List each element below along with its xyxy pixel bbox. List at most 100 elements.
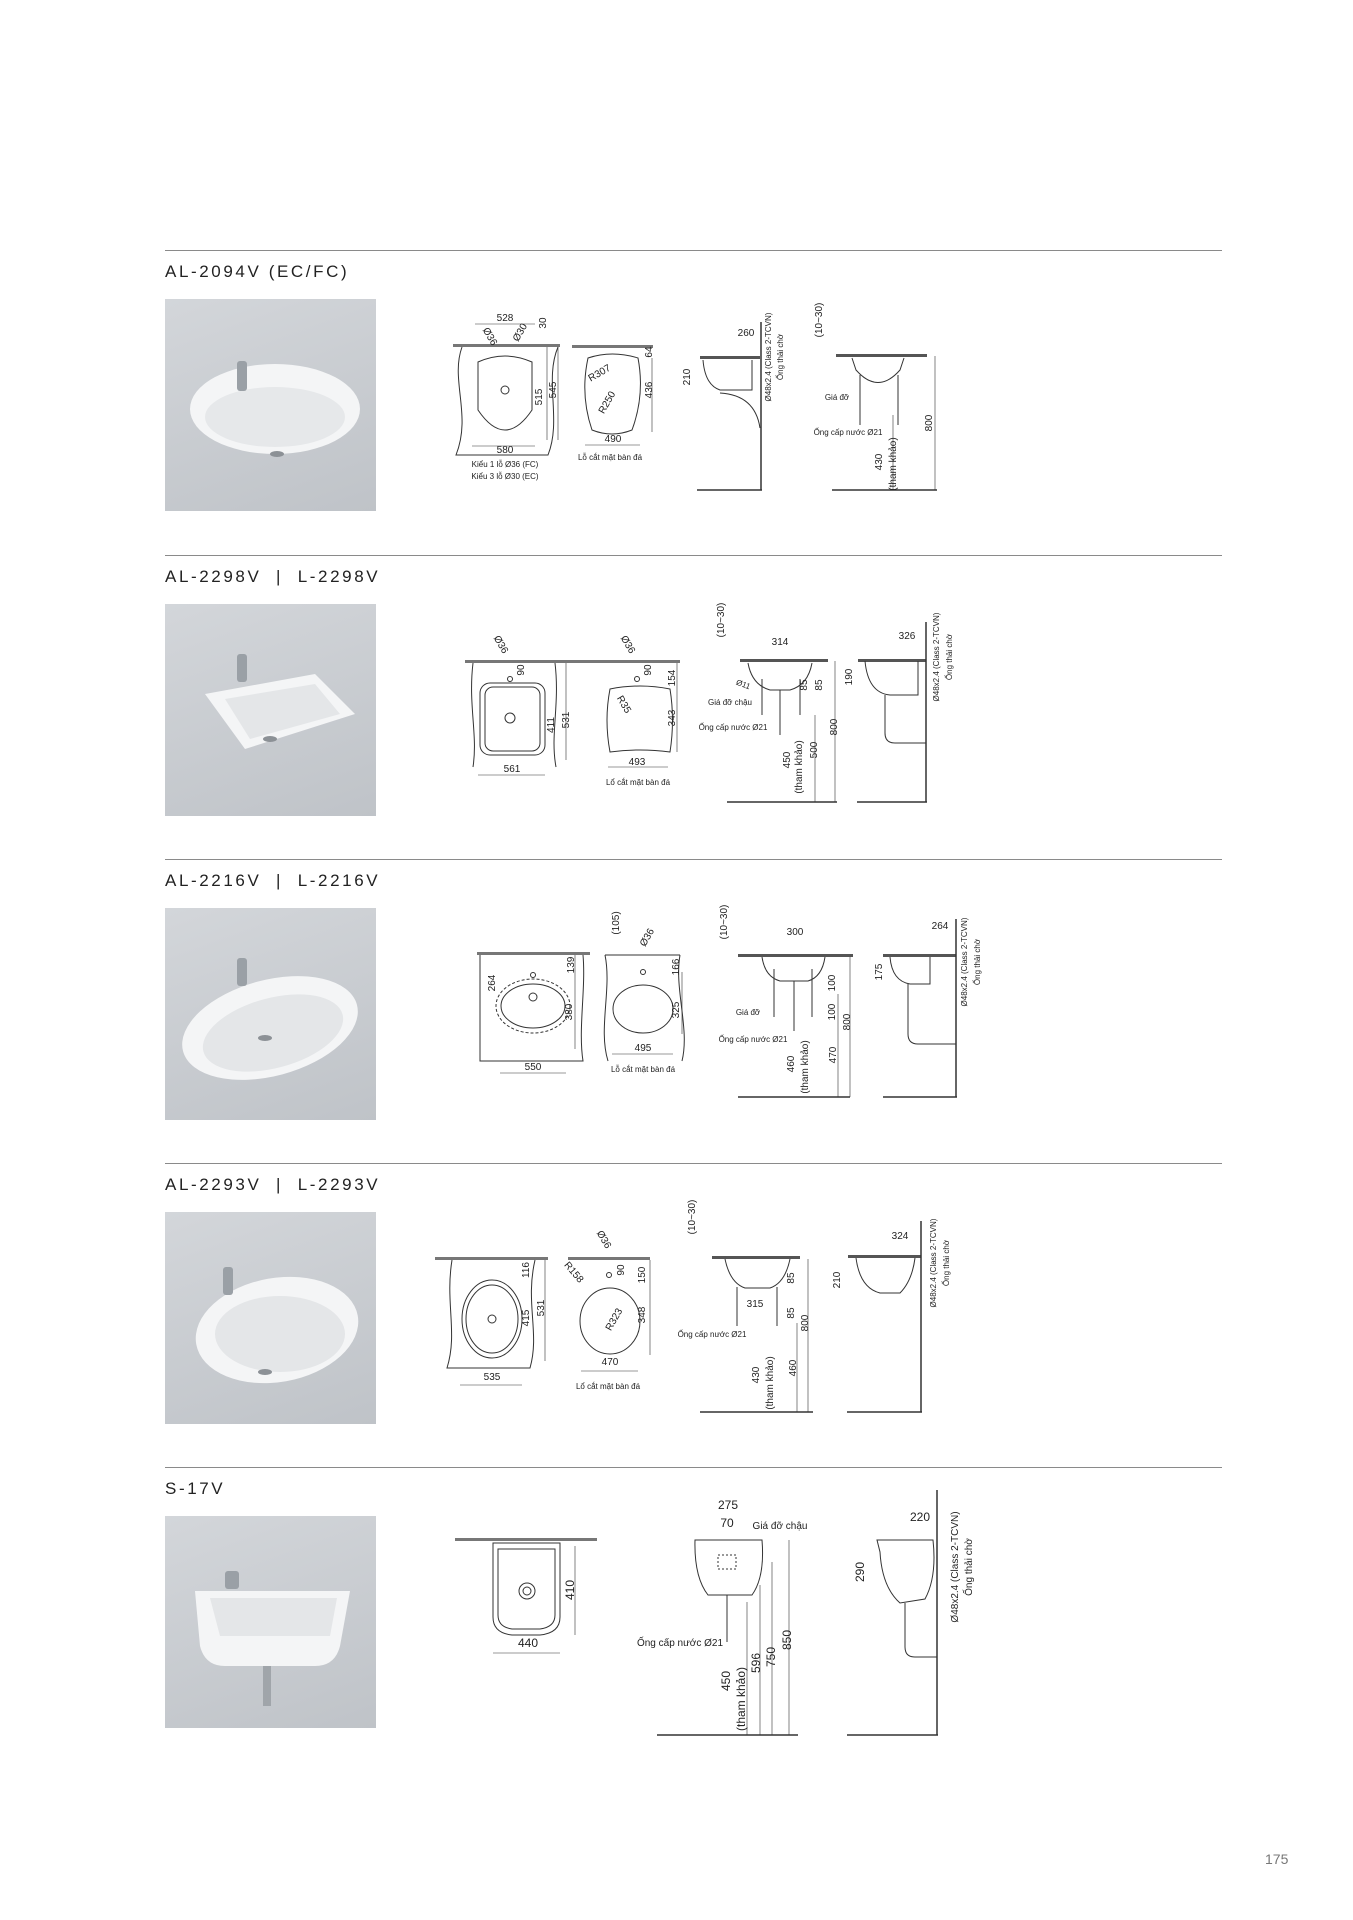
technical-drawing <box>435 1221 922 1413</box>
dimension-label: 495 <box>634 1043 652 1054</box>
dimension-label: 800 <box>829 718 840 736</box>
drawing-annotation: Ống cấp nước Ø21 <box>636 1638 724 1649</box>
dimension-label: 90 <box>516 664 527 676</box>
drawing-annotation: Lổ cắt mặt bàn đá <box>575 1382 641 1391</box>
drawing-annotation: Ống cấp nước Ø21 <box>718 1035 788 1044</box>
drawing-annotation: Giá đỡ chậu <box>752 1521 808 1532</box>
dimension-label: 596 <box>749 1652 763 1674</box>
dimension-label: 154 <box>667 669 678 687</box>
dimension-label: 800 <box>800 1314 811 1332</box>
dimension-label: 260 <box>737 328 755 339</box>
dimension-label: 850 <box>780 1629 794 1651</box>
dimension-label: 490 <box>604 434 622 445</box>
product-photo <box>165 908 376 1120</box>
dimension-label: 139 <box>566 956 577 974</box>
dimension-label: 750 <box>764 1646 778 1668</box>
dimension-label: 500 <box>809 741 820 759</box>
product-photo <box>165 1212 376 1424</box>
dimension-label: (tham khảo) <box>734 1666 748 1732</box>
dimension-label: 515 <box>534 388 545 406</box>
dimension-label: 100 <box>827 974 838 992</box>
dimension-label: (10~30) <box>814 302 825 338</box>
dimension-label: 580 <box>496 445 514 456</box>
dimension-label: (tham khảo) <box>794 740 805 794</box>
dimension-label: 450 <box>719 1670 733 1692</box>
dimension-label: 315 <box>746 1299 764 1310</box>
dimension-label: 436 <box>644 381 655 399</box>
product-photo <box>165 299 376 511</box>
dimension-label: 531 <box>561 711 572 729</box>
dimension-label: 430 <box>751 1366 762 1384</box>
drawing-annotation: Lỗ cắt mặt bàn đá <box>610 1065 676 1074</box>
dimension-label: 150 <box>637 1266 648 1284</box>
drawing-annotation: Ø48x2.4 (Class 2-TCVN) <box>950 1511 961 1623</box>
drawing-annotation: Ống cấp nước Ø21 <box>698 723 768 732</box>
dimension-label: 290 <box>853 1561 867 1583</box>
dimension-label: (10~30) <box>687 1199 698 1235</box>
drawing-annotation: Kiểu 3 lỗ Ø30 (EC) <box>471 472 539 481</box>
dimension-label: (tham khảo) <box>765 1356 776 1410</box>
drawing-annotation: Ống thải chờ <box>945 633 954 681</box>
dimension-label: (tham khảo) <box>800 1040 811 1094</box>
section-divider <box>165 555 1222 556</box>
technical-drawing <box>465 622 927 803</box>
dimension-label: 85 <box>786 1272 797 1284</box>
dimension-label: (tham khảo) <box>888 437 899 491</box>
drawing-annotation: Giá đỡ chậu <box>708 698 752 707</box>
drawing-annotation: Lổ cắt mặt bàn đá <box>605 778 671 787</box>
dimension-label: 85 <box>799 679 810 691</box>
drawing-annotation: Ống thải chờ <box>973 938 982 986</box>
dimension-label: 545 <box>548 381 559 399</box>
dimension-label: 561 <box>503 764 521 775</box>
dimension-label: 264 <box>931 921 949 932</box>
dimension-label: (10~30) <box>716 602 727 638</box>
product-photo <box>165 604 376 816</box>
drawing-annotation: Giá đỡ <box>735 1008 761 1017</box>
dimension-label: 210 <box>682 368 693 386</box>
product-title: AL-2293V | L-2293V <box>165 1175 381 1194</box>
dimension-label: 531 <box>536 1299 547 1317</box>
drawing-annotation: Ống thải chờ <box>964 1538 975 1596</box>
dimension-label: 535 <box>483 1372 501 1383</box>
section-divider <box>165 1467 1222 1468</box>
dimension-label: 550 <box>524 1062 542 1073</box>
dimension-label: 264 <box>487 974 498 992</box>
dimension-label: 528 <box>496 313 514 324</box>
dimension-label: 343 <box>667 709 678 727</box>
dimension-label: (10~30) <box>719 904 730 940</box>
dimension-label: 85 <box>786 1307 797 1319</box>
dimension-label: 275 <box>717 1498 739 1512</box>
technical-drawing <box>455 1490 938 1736</box>
dimension-label: 70 <box>720 1516 734 1530</box>
dimension-label: 411 <box>546 717 557 733</box>
product-title: AL-2298V | L-2298V <box>165 567 381 586</box>
dimension-label: 326 <box>898 631 916 642</box>
dimension-label: 314 <box>771 637 789 648</box>
product-title: AL-2216V | L-2216V <box>165 871 381 890</box>
drawing-annotation: Ống cấp nước Ø21 <box>813 428 883 437</box>
dimension-label: 220 <box>909 1510 931 1524</box>
dimension-label: 460 <box>788 1359 799 1377</box>
product-photo <box>165 1516 376 1728</box>
dimension-label: 450 <box>782 751 793 769</box>
dimension-label: 90 <box>616 1264 627 1276</box>
drawing-annotation: Ø48x2.4 (Class 2-TCVN) <box>764 312 773 402</box>
dimension-label: 324 <box>891 1231 909 1242</box>
dimension-label: 493 <box>628 757 646 768</box>
dimension-label: 116 <box>521 1262 532 1278</box>
technical-drawing <box>453 322 937 491</box>
product-title: AL-2094V (EC/FC) <box>165 262 350 281</box>
dimension-label: 325 <box>671 1001 682 1019</box>
dimension-label: 190 <box>844 668 855 686</box>
section-divider <box>165 250 1222 251</box>
dimension-label: 175 <box>874 963 885 981</box>
dimension-label: 470 <box>828 1046 839 1064</box>
dimension-label: 800 <box>924 414 935 432</box>
dimension-label: 100 <box>827 1003 838 1021</box>
dimension-label: 800 <box>842 1013 853 1031</box>
dimension-label: 348 <box>637 1306 648 1324</box>
